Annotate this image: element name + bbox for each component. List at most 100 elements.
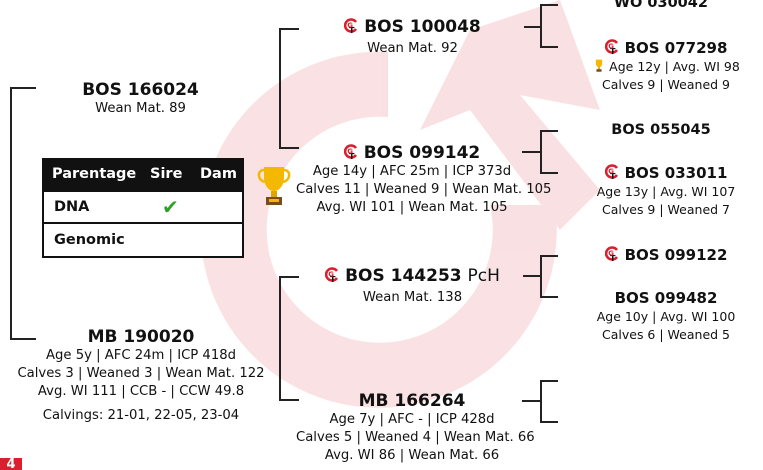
- ggp-siredam-dam-line2: Calves 9 | Weaned 7: [602, 202, 730, 217]
- ggp-damsire-dam-line2: Calves 6 | Weaned 5: [602, 327, 730, 342]
- sire-children-bracket-a: [540, 4, 558, 6]
- parentage-row-label: DNA: [54, 199, 90, 215]
- svg-text:G: G: [328, 271, 334, 279]
- ggp-siredam-sire[interactable]: BOS 055045: [566, 120, 756, 140]
- svg-text:T: T: [349, 26, 355, 34]
- dam-line1: Age 5y | AFC 24m | ICP 418d: [46, 348, 236, 363]
- dam-calvings: Calvings: 21-01, 22-05, 23-04: [42, 408, 240, 423]
- siredam-children-bracket-v: [540, 130, 542, 173]
- damsire-children-bracket-v: [540, 255, 542, 297]
- damdam-children-bracket-a: [540, 380, 558, 382]
- dam-node[interactable]: MB 190020 Age 5y | AFC 24m | ICP 418d Ca…: [2, 327, 280, 425]
- ggp-damsire-dam[interactable]: BOS 099482 Age 10y | Avg. WI 100 Calves …: [566, 288, 763, 344]
- sire-dam-line2: Calves 11 | Weaned 9 | Wean Mat. 105: [296, 182, 552, 197]
- sire-bracket-bottom: [279, 147, 299, 149]
- ggp-damsire-dam-name[interactable]: BOS 099482: [614, 289, 718, 307]
- ggp-siredam-dam-name-row[interactable]: T G BOS 033011: [566, 163, 763, 183]
- svg-text:T: T: [610, 47, 616, 55]
- svg-text:T: T: [330, 275, 336, 283]
- sire-children-bracket-v: [540, 4, 542, 47]
- ggp-sire-dam-line1-row: Age 12y | Avg. WI 98: [566, 58, 763, 76]
- svg-text:G: G: [608, 43, 614, 51]
- sire-node[interactable]: T G BOS 100048 Wean Mat. 92: [300, 17, 525, 58]
- damdam-children-bracket-c: [522, 400, 540, 402]
- dam-line3: Avg. WI 111 | CCB - | CCW 49.8: [37, 384, 245, 399]
- dam-line2: Calves 3 | Weaned 3 | Wean Mat. 122: [17, 366, 265, 381]
- ggp-sire-sire-name[interactable]: WO 030042: [614, 0, 708, 11]
- dam-dam-line2: Calves 5 | Weaned 4 | Wean Mat. 66: [296, 430, 535, 445]
- dam-name[interactable]: MB 190020: [87, 327, 195, 347]
- svg-text:T: T: [610, 172, 616, 180]
- dam-dam-line3: Avg. WI 86 | Wean Mat. 66: [324, 448, 500, 463]
- sire-dam-name[interactable]: BOS 099142: [363, 143, 481, 163]
- parentage-header-dam: Dam: [200, 166, 237, 182]
- damdam-children-bracket-v: [540, 380, 542, 422]
- subject-wean: Wean Mat. 89: [95, 101, 186, 116]
- genomic-tested-icon: T G: [325, 267, 339, 283]
- check-icon: ✔: [162, 195, 179, 219]
- ggp-sire-dam-name[interactable]: BOS 077298: [624, 39, 728, 57]
- subject-bracket-vertical: [10, 87, 12, 339]
- siredam-children-bracket-c: [522, 151, 540, 153]
- svg-text:G: G: [608, 168, 614, 176]
- ggp-siredam-dam-name[interactable]: BOS 033011: [624, 164, 728, 182]
- ggp-siredam-dam[interactable]: T G BOS 033011 Age 13y | Avg. WI 107 Cal…: [566, 163, 763, 219]
- sire-dam-line3: Avg. WI 101 | Wean Mat. 105: [316, 200, 508, 215]
- genomic-tested-icon: T G: [343, 144, 357, 160]
- parentage-row-label: Genomic: [54, 232, 125, 248]
- dam-sire-name[interactable]: BOS 144253: [345, 266, 462, 286]
- parentage-row-genomic: Genomic: [42, 224, 244, 258]
- trophy-icon: [257, 167, 291, 205]
- parentage-row-dna: DNA ✔: [42, 190, 244, 224]
- sire-children-bracket-b: [540, 46, 558, 48]
- dam-dam-name[interactable]: MB 166264: [358, 391, 466, 411]
- dam-sire-suffix: PcH: [467, 266, 500, 286]
- dam-sire-node[interactable]: T G BOS 144253 PcH Wean Mat. 138: [300, 266, 525, 307]
- dam-bracket-vertical: [279, 276, 281, 400]
- siredam-children-bracket-a: [540, 130, 558, 132]
- sire-dam-line1: Age 14y | AFC 25m | ICP 373d: [312, 164, 512, 179]
- ggp-siredam-sire-name[interactable]: BOS 055045: [611, 122, 711, 138]
- sire-wean: Wean Mat. 92: [367, 41, 458, 56]
- sire-dam-node[interactable]: T G BOS 099142 Age 14y | AFC 25m | ICP 3…: [296, 143, 552, 217]
- dam-dam-node[interactable]: MB 166264 Age 7y | AFC - | ICP 428d Calv…: [296, 391, 535, 465]
- parentage-header-sire: Sire: [150, 166, 183, 182]
- genomic-tested-icon: T G: [604, 246, 618, 262]
- sire-name[interactable]: BOS 100048: [364, 17, 481, 37]
- dam-dam-line1: Age 7y | AFC - | ICP 428d: [329, 412, 495, 427]
- ggp-damsire-sire[interactable]: T G BOS 099122: [566, 245, 763, 265]
- parentage-table: Parentage Sire Dam DNA ✔ Genomic: [42, 158, 244, 258]
- ggp-sire-dam-line2: Calves 9 | Weaned 9: [602, 77, 730, 92]
- subject-node[interactable]: BOS 166024 Wean Mat. 89: [58, 80, 223, 118]
- page-badge: 4: [0, 458, 22, 470]
- dam-sire-wean: Wean Mat. 138: [362, 290, 463, 305]
- svg-text:G: G: [608, 250, 614, 258]
- trophy-icon: [595, 59, 603, 72]
- svg-text:T: T: [349, 152, 355, 160]
- svg-text:G: G: [347, 22, 353, 30]
- dam-sire-name-row[interactable]: T G BOS 144253 PcH: [300, 266, 525, 286]
- ggp-sire-dam-name-row[interactable]: T G BOS 077298: [566, 38, 763, 58]
- subject-bracket-bottom: [10, 338, 36, 340]
- ggp-sire-sire[interactable]: WO 030042: [566, 0, 756, 13]
- siredam-children-bracket-b: [540, 172, 558, 174]
- ggp-damsire-sire-name-row[interactable]: T G BOS 099122: [566, 245, 763, 265]
- parentage-header-label: Parentage: [52, 166, 137, 182]
- genomic-tested-icon: T G: [604, 39, 618, 55]
- genomic-tested-icon: T G: [604, 164, 618, 180]
- ggp-damsire-sire-name[interactable]: BOS 099122: [624, 246, 728, 264]
- ggp-damsire-dam-line1: Age 10y | Avg. WI 100: [596, 309, 736, 324]
- svg-text:G: G: [347, 148, 353, 156]
- sire-bracket-vertical: [279, 28, 281, 148]
- ggp-sire-dam[interactable]: T G BOS 077298 Age 12y | Avg. WI 98 Calv…: [566, 38, 763, 94]
- dam-bracket-bottom: [279, 399, 299, 401]
- sire-name-row[interactable]: T G BOS 100048: [300, 17, 525, 37]
- genomic-tested-icon: T G: [344, 18, 358, 34]
- subject-bracket-top: [10, 87, 36, 89]
- ggp-siredam-dam-line1: Age 13y | Avg. WI 107: [596, 184, 736, 199]
- damsire-children-bracket-c: [523, 275, 540, 277]
- damdam-children-bracket-b: [540, 421, 558, 423]
- subject-name[interactable]: BOS 166024: [82, 80, 199, 100]
- damsire-children-bracket-a: [540, 255, 558, 257]
- sire-dam-name-row[interactable]: T G BOS 099142: [296, 143, 528, 163]
